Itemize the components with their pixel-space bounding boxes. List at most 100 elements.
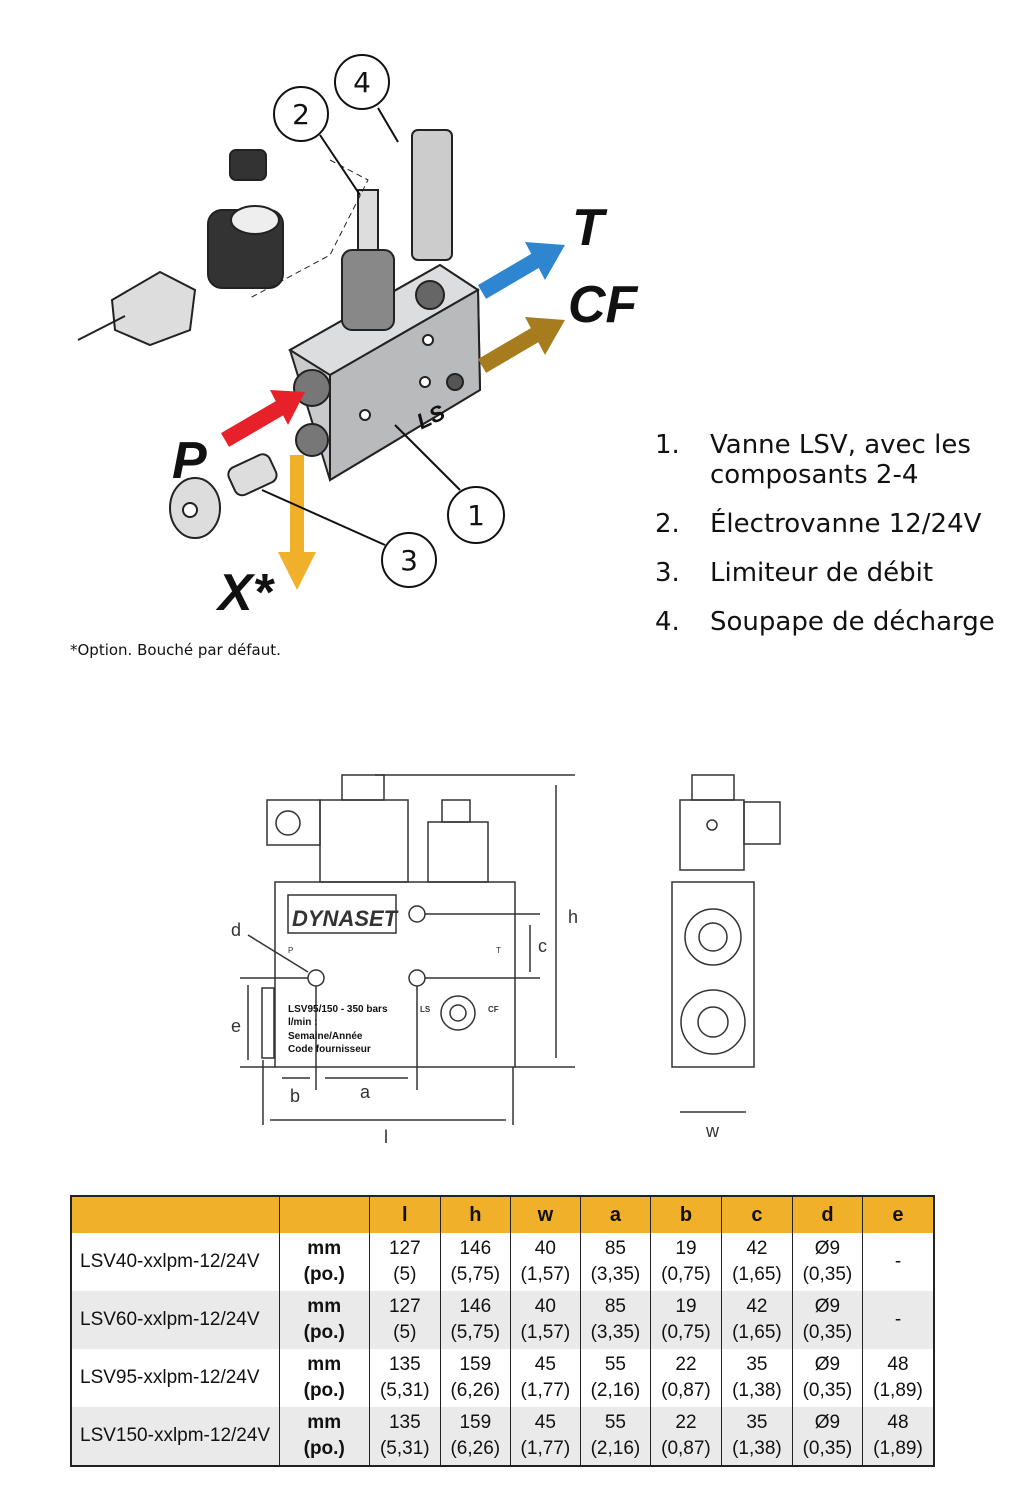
- value-cell: 35 (1,38): [720, 1349, 793, 1407]
- unit-cell: mm(po.): [278, 1407, 370, 1466]
- value-mm: 35: [746, 1354, 768, 1375]
- value-mm: Ø9: [814, 1238, 841, 1259]
- value-in: (1,77): [520, 1380, 571, 1401]
- value-cell: Ø9 (0,35): [791, 1407, 863, 1466]
- value-cell: 42(1,65): [720, 1233, 793, 1291]
- column-header: b: [649, 1196, 722, 1233]
- value-mm: 35: [746, 1412, 768, 1433]
- value-mm: 45: [534, 1354, 556, 1375]
- value-cell: 22 (0,87): [649, 1407, 722, 1466]
- unit-mm: mm: [307, 1354, 342, 1375]
- value-in: (5,31): [379, 1380, 430, 1401]
- footnote: *Option. Bouché par défaut.: [70, 641, 281, 659]
- value-in: (0,87): [661, 1438, 711, 1459]
- value-in: (0,35): [802, 1322, 853, 1343]
- marking-line: LSV95/150 - 350 bars: [288, 1004, 388, 1015]
- port-label-cf: CF: [568, 276, 639, 334]
- value-cell: 45 (1,77): [509, 1407, 581, 1466]
- port-ls: LS: [420, 1005, 431, 1014]
- value-in: (0,87): [661, 1380, 711, 1401]
- value-mm: 159: [459, 1354, 492, 1375]
- component-legend: 1.Vanne LSV, avec les composants 2-4 2.É…: [655, 430, 995, 656]
- value-cell: 85(3,35): [579, 1233, 651, 1291]
- value-cell: 159 (6,26): [439, 1349, 511, 1407]
- column-header: [71, 1196, 280, 1233]
- value-in: (5,75): [450, 1264, 501, 1285]
- value-cell: Ø9(0,35): [791, 1233, 863, 1291]
- value-in: (3,35): [590, 1264, 641, 1285]
- value-in: (0,35): [802, 1438, 853, 1459]
- value-cell: 146 (5,75): [439, 1233, 511, 1291]
- legend-text: Électrovanne 12/24V: [710, 509, 982, 539]
- dimension-drawing: DYNASET P T LS CF LSV95/150 - 350 bars l…: [231, 774, 781, 1147]
- value-mm: 22: [675, 1412, 697, 1433]
- column-header: h: [439, 1196, 511, 1233]
- dim-b: b: [290, 1086, 300, 1106]
- column-header: l: [368, 1196, 441, 1233]
- legend-text: Limiteur de débit: [710, 558, 934, 588]
- model-cell: LSV95-xxlpm-12/24V: [80, 1367, 260, 1388]
- value-cell: 19(0,75): [649, 1233, 722, 1291]
- callout-4-number: 4: [353, 66, 371, 99]
- unit-mm: mm: [307, 1238, 342, 1259]
- value-cell: 45 (1,77): [509, 1349, 581, 1407]
- arrow-p: [220, 390, 305, 447]
- value-mm: 127: [388, 1238, 421, 1259]
- table-row: LSV95-xxlpm-12/24V mm(po.)135(5,31) 159 (6,…: [71, 1349, 934, 1407]
- value-cell: 19(0,75): [649, 1291, 722, 1349]
- value-cell: 159(6,26): [439, 1407, 511, 1466]
- value-cell: 135(5,31): [368, 1349, 441, 1407]
- legend-text: Vanne LSV, avec les composants 2-4: [710, 430, 971, 490]
- unit-mm: mm: [307, 1412, 342, 1433]
- value-cell: 48(1,89): [861, 1349, 934, 1407]
- value-in: (6,26): [450, 1380, 501, 1401]
- port-t: T: [496, 946, 501, 955]
- value-mm: -: [894, 1309, 902, 1330]
- unit-cell: mm(po.): [278, 1349, 370, 1407]
- legend-num: 3.: [655, 558, 680, 588]
- column-header: d: [791, 1196, 863, 1233]
- value-in: (2,16): [590, 1438, 641, 1459]
- unit-cell: mm (po.): [278, 1291, 370, 1349]
- port-label-x: X*: [215, 564, 276, 622]
- value-mm: Ø9: [814, 1412, 841, 1433]
- callout-2-number: 2: [292, 98, 310, 131]
- value-in: (1,38): [732, 1380, 782, 1401]
- value-mm: 55: [604, 1412, 626, 1433]
- value-in: (1,89): [873, 1438, 923, 1459]
- value-in: (1,77): [520, 1438, 571, 1459]
- arrow-x: [278, 455, 316, 590]
- unit-in: (po.): [303, 1322, 345, 1343]
- value-cell: 22(0,87): [649, 1349, 722, 1407]
- value-cell: 35 (1,38): [720, 1407, 793, 1466]
- value-cell: 40(1,57): [509, 1291, 581, 1349]
- value-mm: 45: [534, 1412, 556, 1433]
- callout-4: [334, 54, 390, 110]
- callout-3-number: 3: [400, 544, 418, 577]
- value-in: (5,75): [450, 1322, 501, 1343]
- value-cell: Ø9(0,35): [791, 1291, 863, 1349]
- column-header: [278, 1196, 370, 1233]
- dim-d: d: [231, 920, 241, 940]
- model-cell: LSV60-xxlpm-12/24V: [71, 1291, 280, 1349]
- dim-c: c: [538, 936, 547, 956]
- value-cell: 127(5): [368, 1233, 441, 1291]
- value-in: (5): [393, 1264, 417, 1285]
- value-in: (1,57): [520, 1322, 571, 1343]
- legend-text: Soupape de décharge: [710, 607, 995, 637]
- value-in: (0,35): [802, 1380, 853, 1401]
- value-in: (1,57): [520, 1264, 571, 1285]
- column-header: a: [579, 1196, 651, 1233]
- value-mm: 85: [604, 1296, 626, 1317]
- value-cell: 40(1,57): [509, 1233, 581, 1291]
- dim-w: w: [705, 1121, 720, 1141]
- dim-e: e: [231, 1016, 241, 1036]
- unit-mm: mm: [307, 1296, 342, 1317]
- value-cell: 48(1,89): [861, 1407, 934, 1466]
- value-mm: 146: [459, 1238, 492, 1259]
- value-mm: 19: [675, 1296, 697, 1317]
- value-in: (1,38): [732, 1438, 782, 1459]
- legend-item: 4.Soupape de décharge: [655, 607, 995, 637]
- value-mm: 135: [388, 1412, 421, 1433]
- brand-logo: DYNASET: [292, 906, 399, 931]
